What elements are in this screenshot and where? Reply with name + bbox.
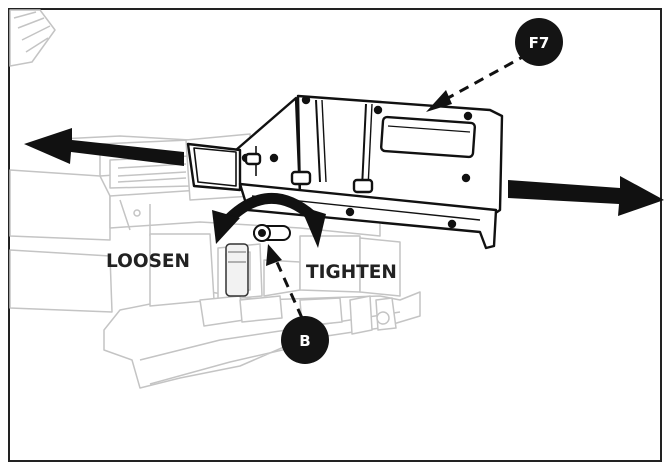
loosen-label: LOOSEN — [106, 251, 190, 272]
callout-f7-text: F7 — [529, 34, 550, 52]
callout-b: B — [281, 316, 329, 364]
slide-right-arrow — [508, 176, 664, 216]
knob-post — [225, 243, 249, 297]
slide-left-arrow — [24, 128, 184, 166]
leader-lines — [274, 52, 529, 319]
fence-f7 — [186, 94, 504, 250]
leader-heads — [266, 90, 452, 266]
callout-b-text: B — [299, 332, 310, 350]
diagram-frame — [8, 8, 662, 462]
rotate-arrow-heads — [212, 206, 326, 248]
callout-f7: F7 — [515, 18, 563, 66]
lock-knob — [253, 224, 291, 242]
tighten-label: TIGHTEN — [306, 262, 397, 283]
